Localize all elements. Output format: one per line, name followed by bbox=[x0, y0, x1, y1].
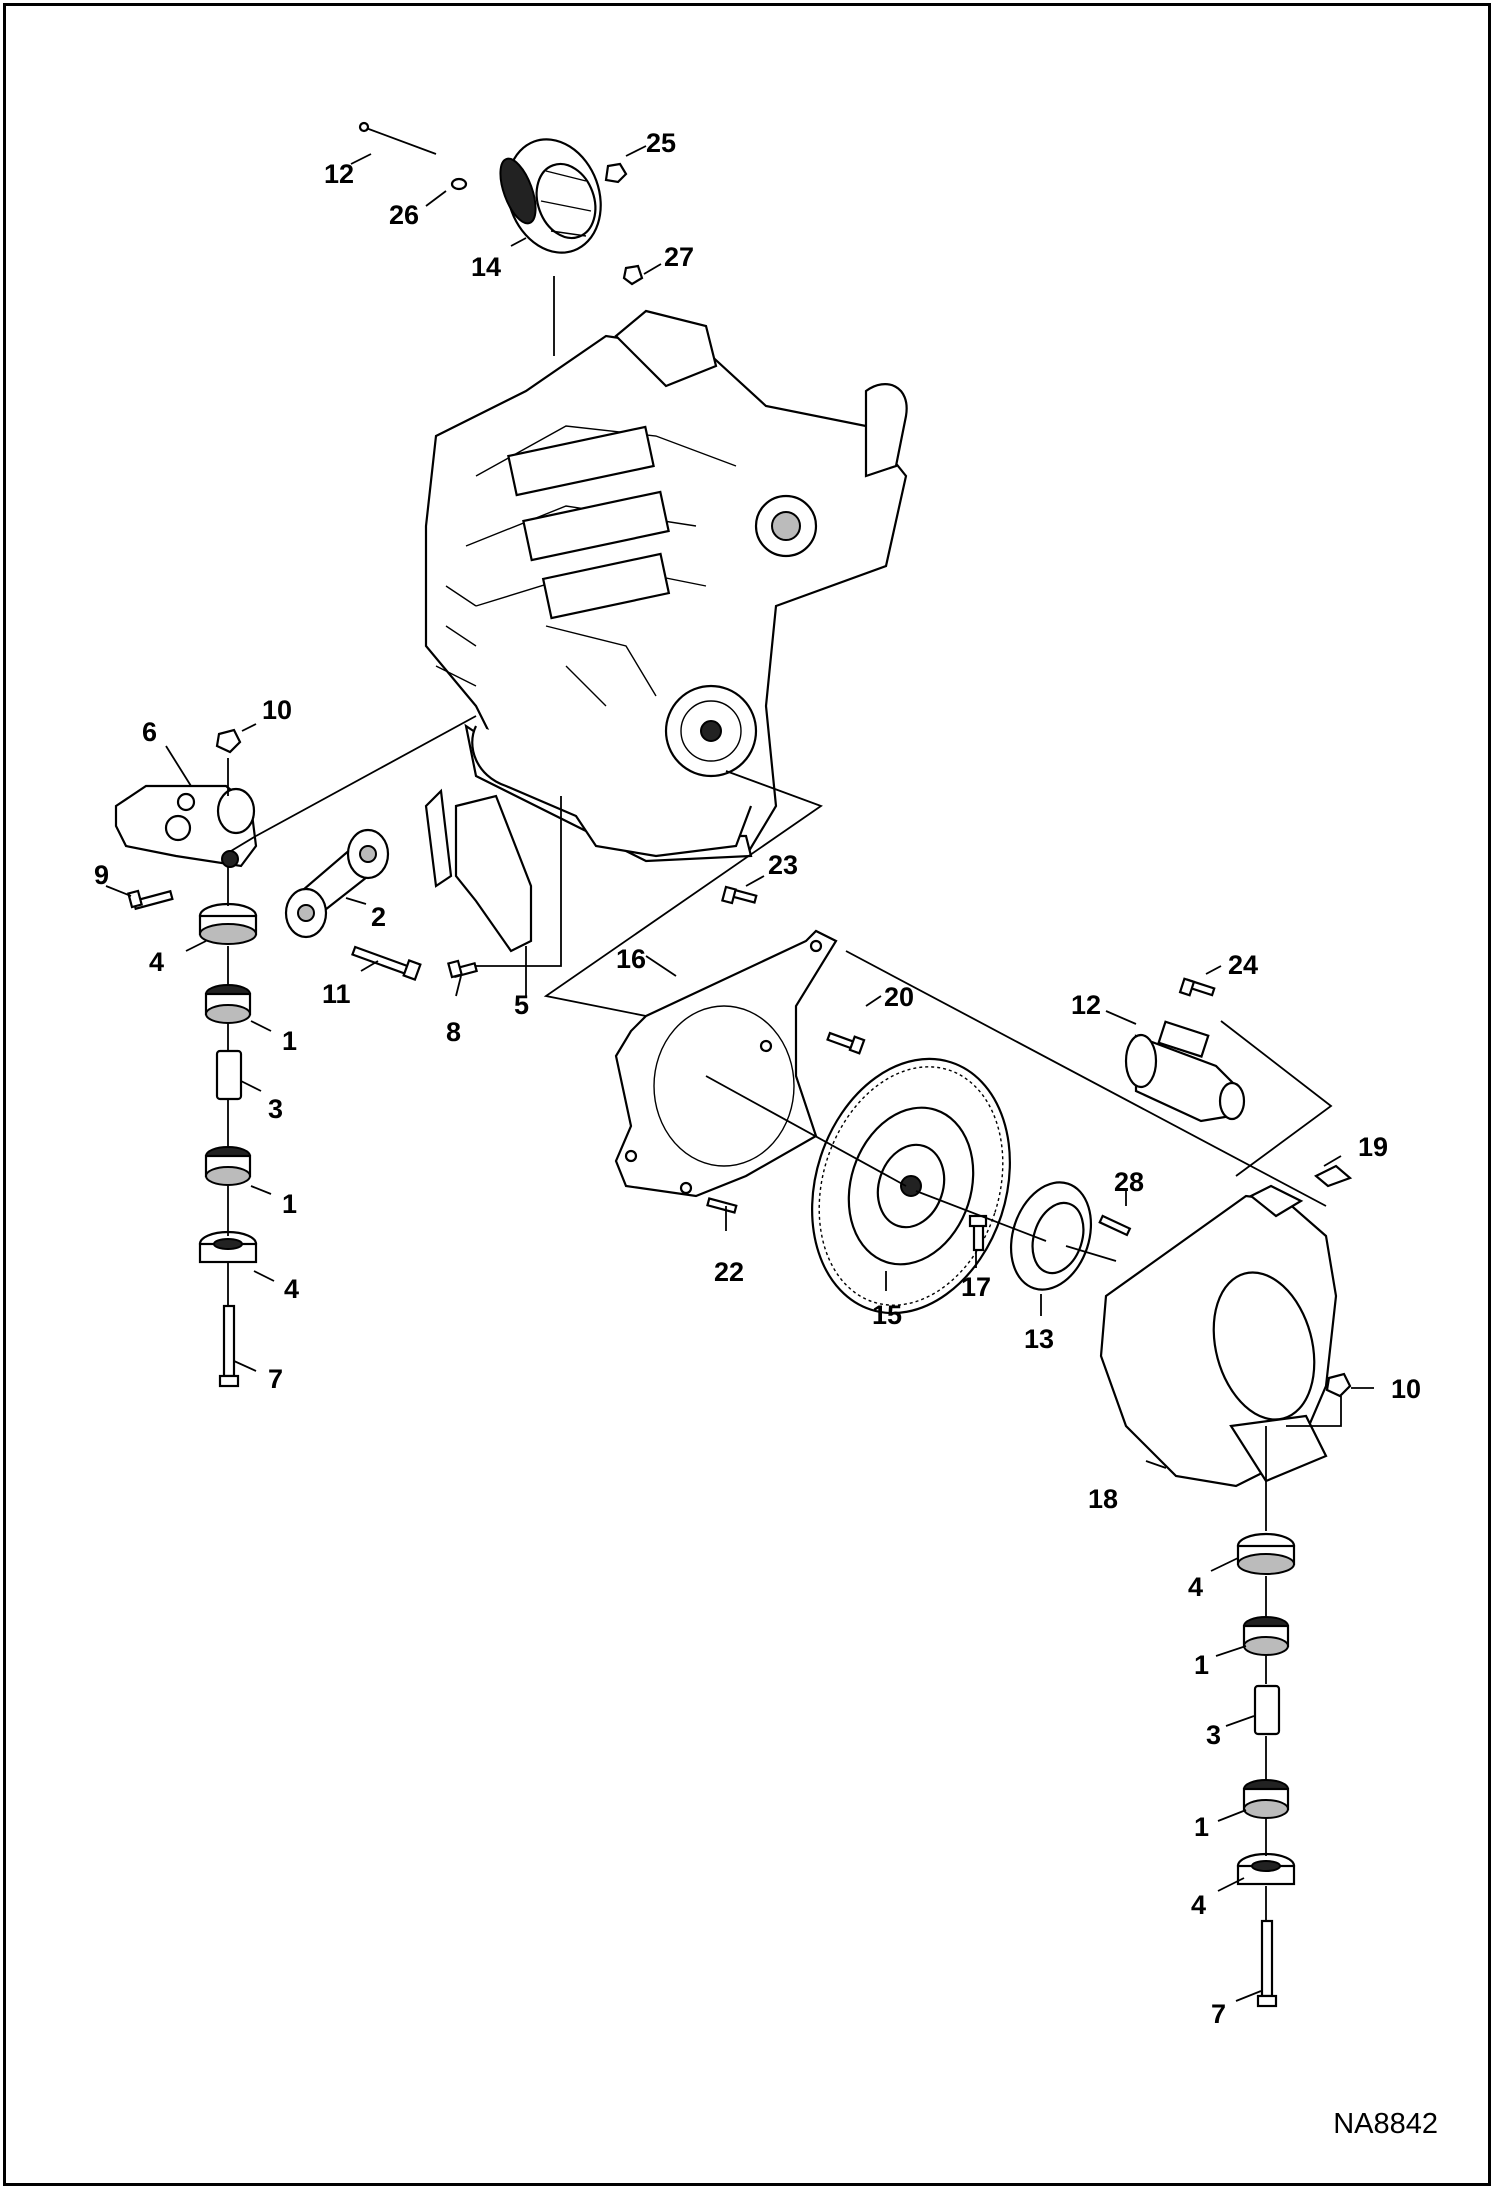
callout-1-d: 1 bbox=[1194, 1812, 1209, 1842]
starter-motor bbox=[1124, 1020, 1246, 1123]
engine-assembly bbox=[424, 309, 908, 863]
leader-lines bbox=[105, 145, 1374, 2002]
callout-21: 12 bbox=[324, 159, 354, 189]
callout-2: 2 bbox=[371, 902, 386, 932]
callout-8: 8 bbox=[446, 1017, 461, 1047]
callout-4-d: 4 bbox=[1191, 1890, 1206, 1920]
callout-5: 5 bbox=[514, 990, 529, 1020]
callout-4-a: 4 bbox=[149, 947, 164, 977]
callout-3-left: 3 bbox=[268, 1094, 283, 1124]
callout-18: 18 bbox=[1088, 1484, 1118, 1514]
alternator bbox=[499, 138, 602, 254]
diagram-frame: 12 25 26 14 27 10 6 9 4 1 3 1 4 7 2 11 8… bbox=[3, 3, 1491, 2186]
callout-28: 28 bbox=[1114, 1167, 1144, 1197]
callout-1-b: 1 bbox=[282, 1189, 297, 1219]
callout-16: 16 bbox=[616, 944, 646, 974]
callout-4-c: 4 bbox=[1188, 1572, 1203, 1602]
flywheel bbox=[811, 1057, 1011, 1315]
callout-10-right: 10 bbox=[1391, 1374, 1421, 1404]
callout-22: 22 bbox=[714, 1257, 744, 1287]
rear-seal bbox=[1009, 1181, 1093, 1291]
callout-26: 26 bbox=[389, 200, 419, 230]
callout-15: 15 bbox=[872, 1300, 902, 1330]
callout-10-left: 10 bbox=[262, 695, 292, 725]
drawing-reference-number: NA8842 bbox=[1333, 2108, 1438, 2140]
plate-bracket bbox=[424, 788, 533, 953]
callout-1-a: 1 bbox=[282, 1026, 297, 1056]
callout-1-c: 1 bbox=[1194, 1650, 1209, 1680]
callout-3-right: 3 bbox=[1206, 1720, 1221, 1750]
engine-exploded-diagram: 12 25 26 14 27 10 6 9 4 1 3 1 4 7 2 11 8… bbox=[94, 121, 1421, 2029]
callout-6: 6 bbox=[142, 717, 157, 747]
callout-19: 19 bbox=[1358, 1132, 1388, 1162]
callout-13: 13 bbox=[1024, 1324, 1054, 1354]
callout-12: 12 bbox=[1071, 990, 1101, 1020]
callout-17: 17 bbox=[961, 1272, 991, 1302]
callout-11: 11 bbox=[322, 979, 351, 1009]
callout-14: 14 bbox=[471, 252, 501, 282]
callout-9: 9 bbox=[94, 860, 109, 890]
callout-7-left: 7 bbox=[268, 1364, 283, 1394]
engine-mount-bracket-left bbox=[114, 784, 258, 868]
callout-4-b: 4 bbox=[284, 1274, 299, 1304]
flywheel-housing bbox=[1099, 1184, 1338, 1488]
callout-numbers: 12 25 26 14 27 10 6 9 4 1 3 1 4 7 2 11 8… bbox=[94, 128, 1421, 2029]
callout-20: 20 bbox=[884, 982, 914, 1012]
callout-23: 23 bbox=[768, 850, 798, 880]
callout-24: 24 bbox=[1228, 950, 1258, 980]
adapter-plate bbox=[614, 929, 838, 1198]
torque-link bbox=[284, 828, 390, 939]
callout-27: 27 bbox=[664, 242, 694, 272]
fasteners bbox=[127, 121, 1353, 1398]
callout-7-right: 7 bbox=[1211, 1999, 1226, 2029]
isolator-stack-right bbox=[1236, 1532, 1296, 2008]
callout-25: 25 bbox=[646, 128, 676, 158]
